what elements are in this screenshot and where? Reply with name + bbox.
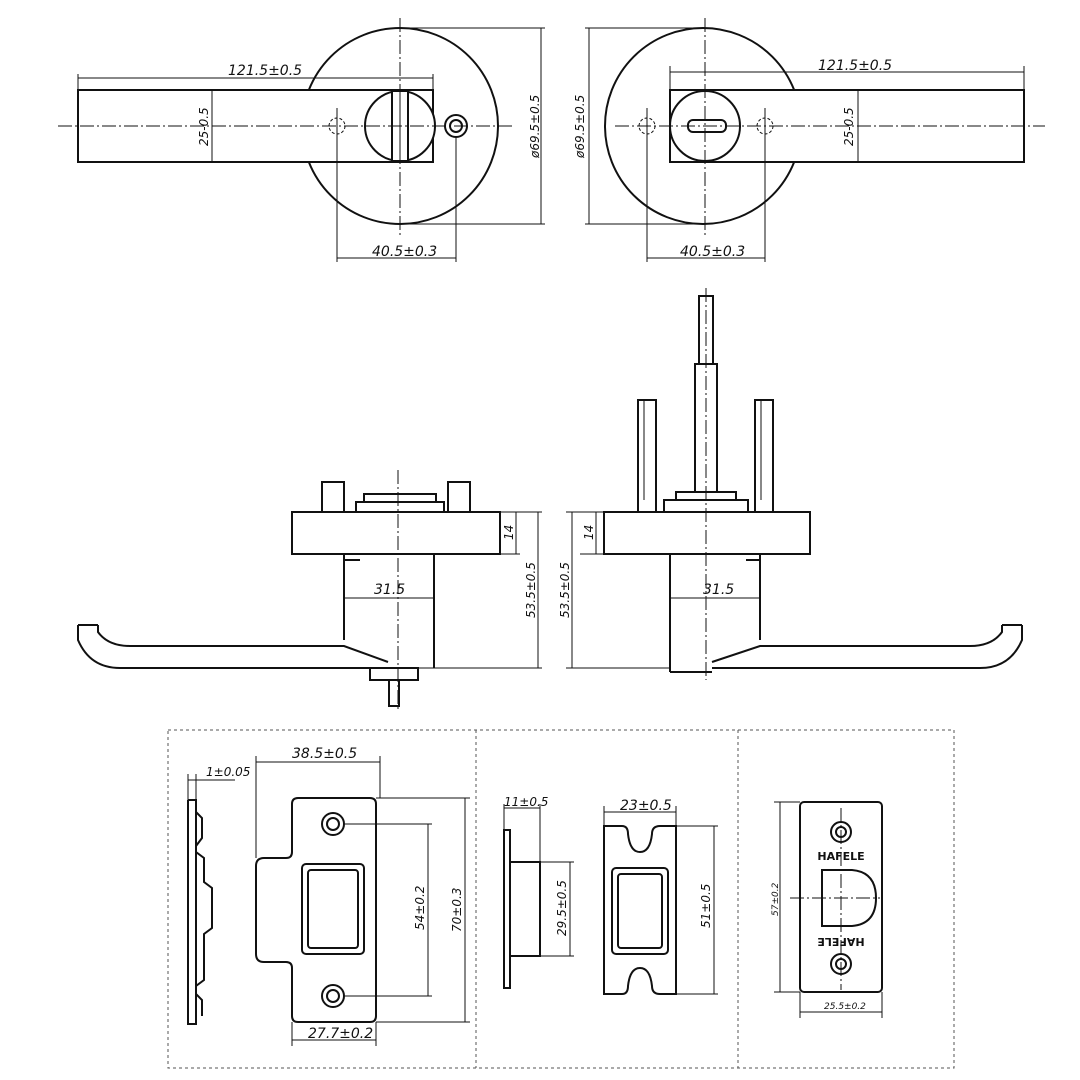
neck-width-dim: 31.5 — [703, 582, 734, 598]
brand-logo: HAFELE — [817, 850, 864, 863]
mounting-post — [637, 399, 657, 513]
detail-panel-frame — [167, 729, 955, 1069]
lever-length-dim: 121.5±0.5 — [228, 63, 302, 79]
strike-plate-face — [255, 797, 377, 1023]
rose-thickness-dim: 14 — [502, 525, 516, 540]
rose-body — [291, 511, 501, 555]
front-view-left: 121.5±0.5 25-0.5 ø69.5±0.5 40.5±0.3 — [58, 18, 545, 262]
plate-thickness-dim: 1±0.05 — [206, 765, 250, 779]
box-width-dim: 23±0.5 — [620, 798, 672, 814]
box-thickness-dim: 11±0.5 — [504, 795, 548, 809]
box-height-dim: 51±0.5 — [699, 884, 713, 928]
strike-box-front — [603, 825, 677, 995]
mounting-post — [754, 399, 774, 513]
box-depth-dim: 29.5±0.5 — [555, 880, 569, 936]
brand-logo-inverted: HAFELE — [817, 935, 864, 948]
height-dim: 53.5±0.5 — [558, 562, 572, 618]
latch-height-dim: 57±0.2 — [771, 882, 781, 916]
plate-width-dim: 38.5±0.5 — [292, 746, 357, 762]
lever-profile — [77, 625, 388, 669]
strike-plate-side — [187, 799, 197, 1025]
lever-profile — [712, 625, 1023, 669]
rose-diameter-dim: ø69.5±0.5 — [528, 95, 542, 159]
lever-width-dim: 25-0.5 — [842, 107, 856, 146]
lever-length-dim: 121.5±0.5 — [818, 58, 892, 74]
bottom-width-dim: 27.7±0.2 — [308, 1026, 373, 1042]
hole-spacing-dim: 40.5±0.3 — [372, 244, 437, 260]
latch-bolt — [821, 869, 878, 927]
latch-face-detail: HAFELE HAFELE 57±0.2 25.5±0.2 — [771, 801, 883, 1018]
rose-diameter-dim: ø69.5±0.5 — [573, 95, 587, 159]
height-dim: 53.5±0.5 — [524, 562, 538, 618]
front-view-right: 121.5±0.5 25-0.5 ø69.5±0.5 40.5±0.3 — [573, 18, 1045, 262]
strike-box-detail: 11±0.5 29.5±0.5 23±0.5 51±0.5 — [503, 795, 718, 995]
latch-face-plate — [799, 801, 883, 993]
rose-thickness-dim: 14 — [582, 525, 596, 540]
neck-width-dim: 31.5 — [374, 582, 405, 598]
plate-height-dim: 70±0.3 — [450, 888, 464, 932]
hole-spacing-dim: 40.5±0.3 — [680, 244, 745, 260]
lever-width-dim: 25-0.5 — [197, 107, 211, 146]
side-view-left: 14 31.5 53.5±0.5 — [77, 470, 542, 712]
hole-spacing-dim: 54±0.2 — [413, 886, 427, 930]
strike-plate-detail: 1±0.05 38.5±0.5 54±0.2 70±0.3 27.7±0.2 — [187, 746, 470, 1046]
latch-width-dim: 25.5±0.2 — [824, 1002, 866, 1012]
side-view-right: 14 31.5 53.5±0.5 — [558, 288, 1023, 680]
latch-opening — [301, 863, 365, 955]
